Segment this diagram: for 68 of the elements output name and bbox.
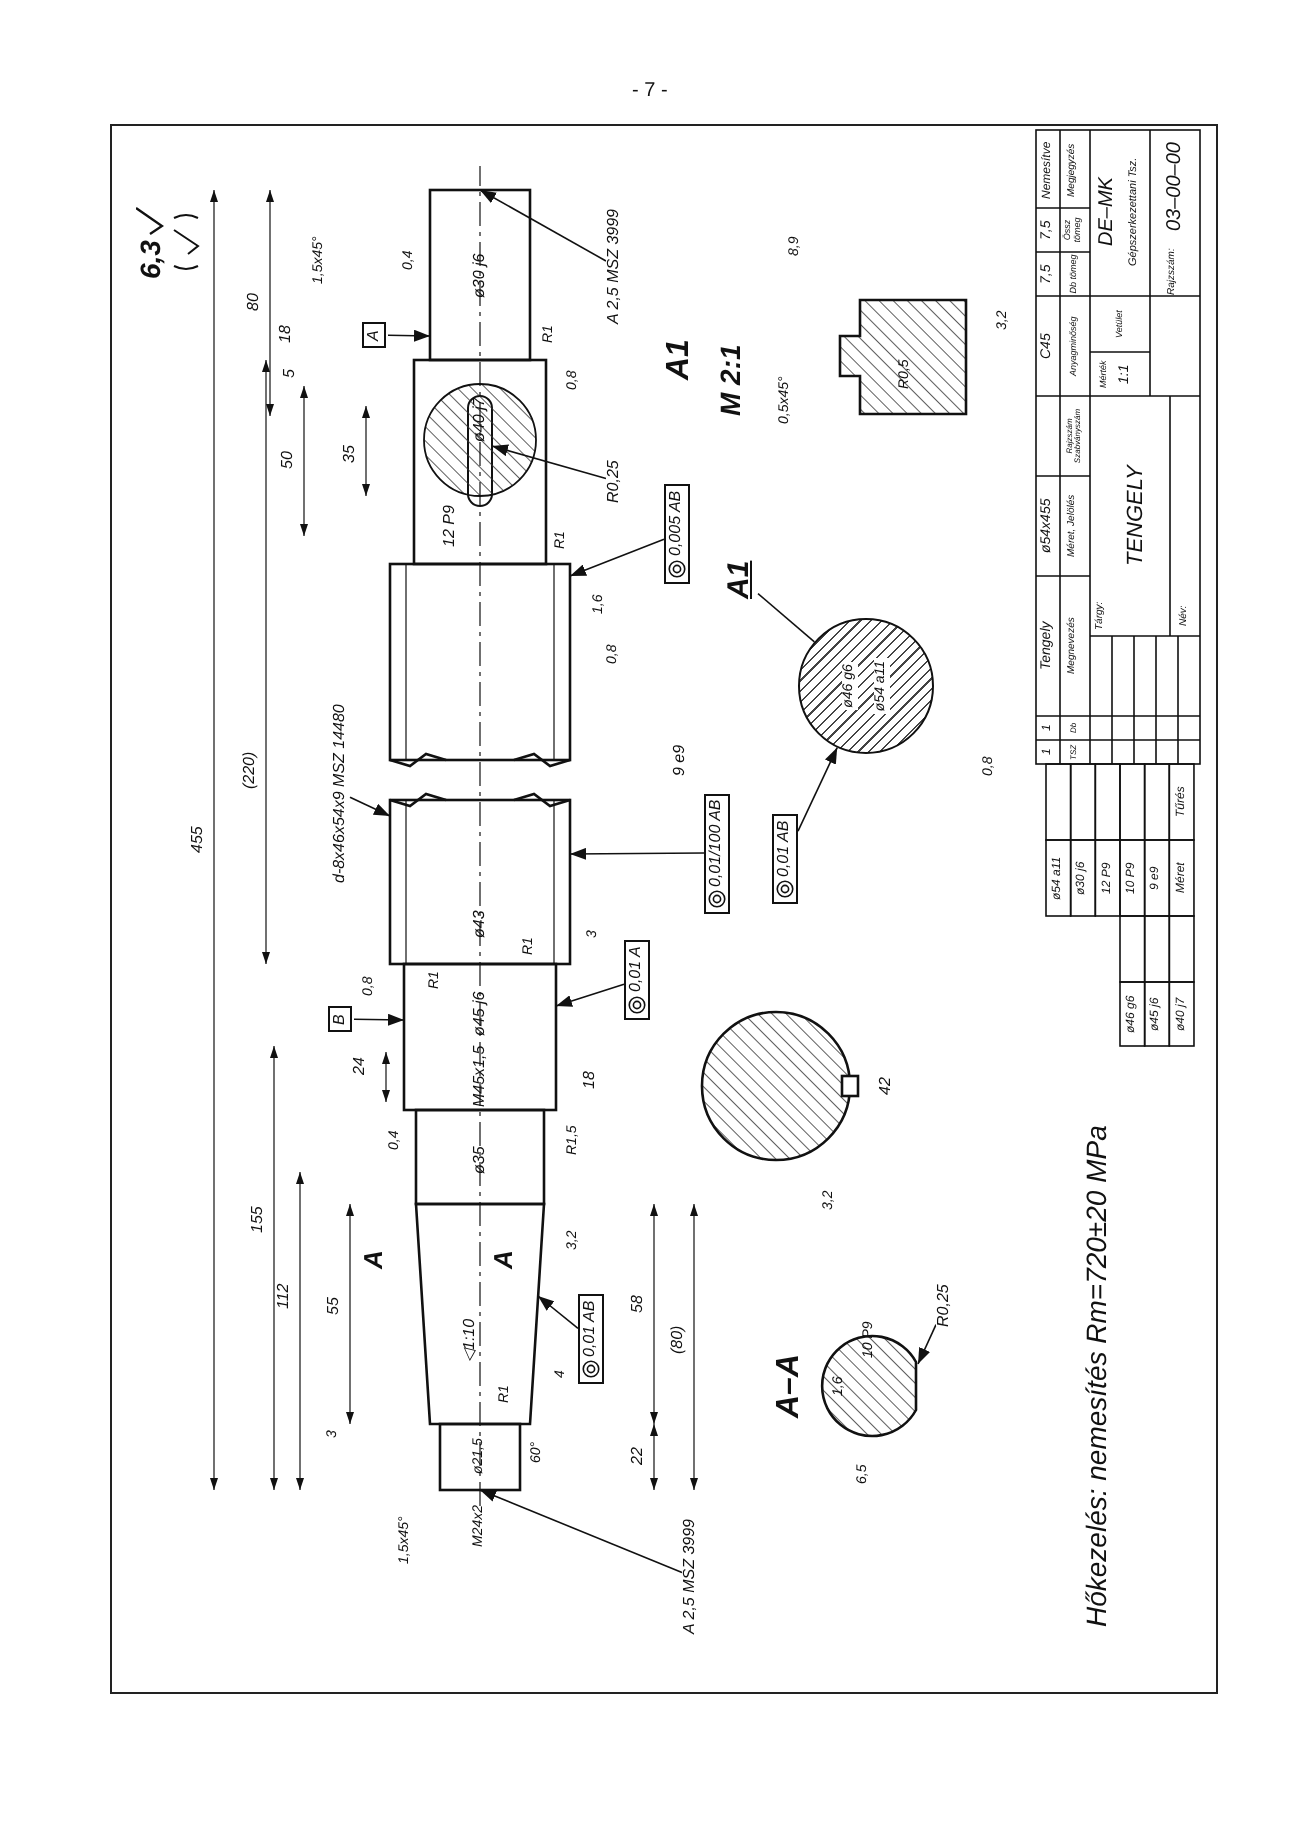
leader-line (569, 538, 665, 577)
leader-text: A 2,5 MSZ 3999 (681, 1518, 699, 1634)
leader-line (479, 189, 607, 262)
dimension-text: ◁1:10 (461, 1318, 479, 1362)
leader-text: R0,25 (935, 1284, 953, 1327)
dimension-text: ø30 j6 (471, 253, 489, 298)
leader-line (537, 1295, 579, 1330)
view-label: A (490, 1250, 519, 1269)
dimension-text: 6,3 (135, 240, 166, 279)
leader-line (479, 1489, 683, 1574)
tolerance-value: 0,01 A (627, 946, 645, 992)
leader-line (491, 444, 607, 480)
dimension-text: 5 (281, 369, 299, 378)
dimension-text: 35 (341, 445, 359, 463)
section-drawing (820, 1334, 918, 1438)
dimension-text: 58 (629, 1295, 647, 1313)
leader-text: d-8x46x54x9 MSZ 14480 (331, 704, 349, 883)
dimension-text: ø43 (471, 910, 489, 938)
tolerance-value: 0,005 AB (667, 490, 685, 556)
note-text: Hőkezelés: nemesítés Rm=720±20 MPa (1081, 1125, 1112, 1627)
dimension-text: 155 (249, 1206, 267, 1233)
dimension-text: M45x1,5 (471, 1045, 489, 1107)
dimension-text: 42 (877, 1077, 895, 1095)
view-label: A–A (772, 1353, 808, 1418)
dimension-text: (220) (241, 751, 259, 789)
leader-line (349, 796, 391, 817)
dimension-text: 50 (279, 451, 297, 469)
leader-line (353, 1013, 405, 1026)
dimension-text: 24 (351, 1057, 369, 1075)
dimension-text: 18 (581, 1071, 599, 1089)
page-number: - 7 - (632, 79, 668, 101)
title-block-text: DE–MK (1095, 177, 1117, 246)
tolerance-frame (623, 940, 649, 1020)
tolerance-frame (771, 814, 797, 905)
tolerance-frame (577, 1294, 603, 1385)
dimension-text: 18 (277, 325, 295, 343)
dimension-text: 55 (325, 1297, 343, 1315)
datum-box: A (361, 322, 387, 349)
tolerance-frame (663, 484, 689, 584)
title-block-text: 03–00–00 (1163, 142, 1185, 231)
leader-text: R0,25 (605, 460, 623, 503)
leader-line (555, 983, 625, 1007)
leader-line (757, 592, 816, 643)
dimension-text: (80) (669, 1325, 687, 1354)
datum-box: B (327, 1006, 353, 1033)
leader-text: A 2,5 MSZ 3999 (605, 208, 623, 324)
section-label: A1 (723, 560, 756, 599)
dimension-text: 455 (189, 826, 207, 853)
tolerance-value: 0,01 AB (581, 1300, 599, 1357)
dimension-text: ø40 j7 (471, 397, 489, 442)
leader-line (917, 1323, 937, 1365)
view-label: A1 (662, 339, 698, 380)
leader-line (387, 329, 431, 342)
tolerance-value: 0,01 AB (775, 820, 793, 877)
leader-line (797, 746, 838, 832)
dimension-text: 12 P9 (441, 505, 459, 547)
dimension-text: ø45 j6 (471, 991, 489, 1036)
view-label: A (360, 1250, 389, 1269)
dimension-text: ø35 (471, 1146, 489, 1174)
dimension-text: 9 e9 (671, 744, 689, 776)
dimension-text: 22 (629, 1447, 647, 1465)
title-block-text: TENGELY (1124, 465, 1149, 566)
leader-line (569, 847, 705, 860)
dimension-text: 112 (275, 1283, 293, 1309)
dimension-text: 80 (245, 293, 263, 311)
tolerance-frame (703, 793, 729, 915)
view-label: M 2:1 (715, 344, 746, 416)
tolerance-value: 0,01/100 AB (707, 799, 725, 887)
